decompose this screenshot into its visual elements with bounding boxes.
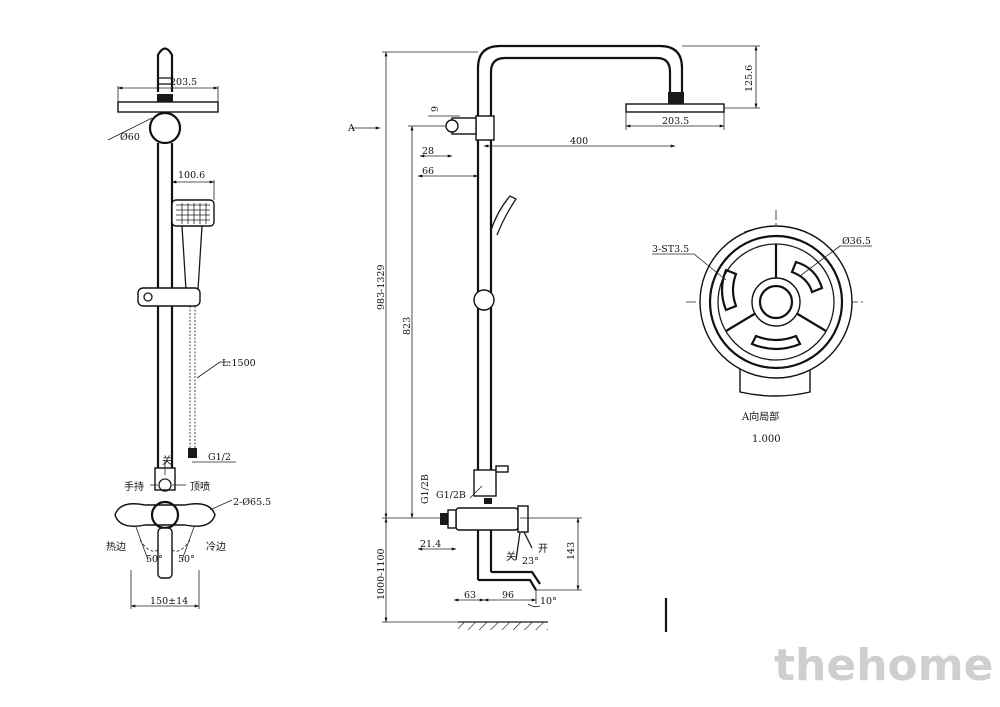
side-slide-height-label: 823	[402, 317, 413, 335]
front-dimensions: 203.5 Ø60 100.6 L:1500 G1/2 2-Ø65.5 50° …	[107, 77, 271, 609]
handshower-grid	[176, 203, 210, 224]
side-width-label: 203.5	[662, 116, 689, 127]
front-knob-diameter-label: 2-Ø65.5	[233, 497, 271, 508]
front-handheld-label: 手持	[124, 480, 144, 493]
detail-scale: 1.000	[752, 434, 781, 445]
side-thread-a-label: G1/2B	[420, 474, 431, 504]
side-spout-angle-label: 10°	[540, 596, 557, 607]
front-hot-label: 热边	[106, 540, 126, 553]
side-arm-label: 400	[570, 136, 588, 147]
front-off-label: 关	[162, 454, 172, 467]
watermark: thehome	[774, 640, 993, 691]
side-dimensions: A 983-1329 1000-1100 823 9 28 66 400 203…	[347, 45, 760, 623]
side-spout-96-label: 96	[502, 590, 514, 601]
side-view	[440, 44, 725, 630]
side-off-label: 关	[506, 550, 516, 563]
front-cold-label: 冷边	[206, 540, 226, 553]
side-head-height-label: 125.6	[744, 65, 755, 92]
view-marker-label: A	[347, 123, 355, 134]
side-thread-b-label: G1/2B	[436, 490, 466, 501]
front-thread-label: G1/2	[208, 452, 231, 463]
side-offset-28-label: 28	[422, 146, 434, 157]
side-open-label: 开	[538, 544, 548, 555]
side-pin-label: 9	[430, 106, 441, 112]
side-spout-63-label: 63	[464, 590, 476, 601]
detail-view-a	[686, 210, 866, 397]
side-thread-depth-label: 21.4	[420, 539, 441, 550]
front-labels: 关 手持 顶喷 热边 冷边	[106, 454, 226, 553]
side-mount-height-label: 1000-1100	[376, 548, 387, 600]
detail-diameter-label: Ø36.5	[842, 236, 871, 247]
front-view	[114, 47, 219, 579]
detail-screws-label: 3-ST3.5	[652, 244, 689, 255]
side-valve-height-label: 143	[566, 542, 577, 560]
detail-dimensions: 3-ST3.5 Ø36.5	[652, 236, 872, 281]
front-angle-left-label: 50°	[146, 554, 163, 565]
front-diameter-label: Ø60	[120, 132, 140, 143]
detail-title: A向局部	[741, 410, 779, 423]
side-total-height-label: 983-1329	[376, 264, 387, 310]
side-labels: 关 开	[506, 544, 548, 563]
front-angle-right-label: 50°	[178, 554, 195, 565]
side-offset-66-label: 66	[422, 166, 434, 177]
front-width-label: 203.5	[170, 77, 197, 88]
front-handshower-width-label: 100.6	[178, 170, 205, 181]
front-top-shower-label: 顶喷	[190, 481, 210, 493]
hose-length-label: L:1500	[222, 358, 256, 369]
side-angle-label: 23°	[522, 556, 539, 567]
front-spacing-label: 150±14	[150, 596, 188, 607]
